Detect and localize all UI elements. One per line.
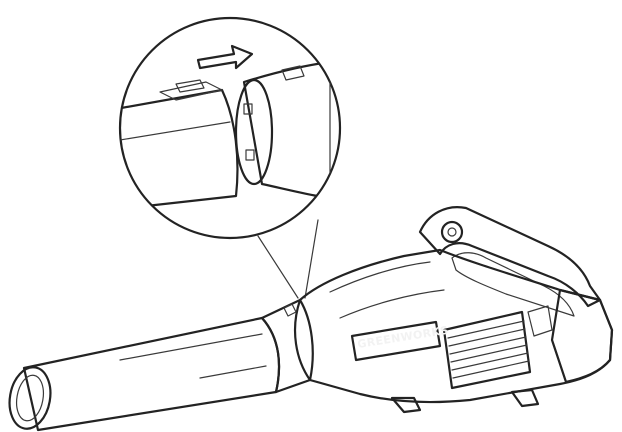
zoom-inner-slot-bottom xyxy=(245,149,255,161)
rear-latch xyxy=(527,305,553,337)
nozzle-opening xyxy=(8,366,52,430)
pivot-knob xyxy=(440,220,464,244)
zoom-tube-end xyxy=(120,88,239,212)
blower-body: GREENWORKS xyxy=(294,206,614,414)
front-foot xyxy=(390,396,422,414)
callout-leader-lines xyxy=(257,219,319,299)
handle-top xyxy=(418,206,602,308)
coupling-tab xyxy=(283,303,297,317)
rear-cap xyxy=(550,288,614,384)
brand-plate xyxy=(350,320,442,362)
rear-foot xyxy=(510,388,540,408)
vent-grille xyxy=(442,310,532,390)
handle-opening xyxy=(451,252,575,317)
zoom-tube-key xyxy=(159,81,223,101)
zoom-inner-slot-top xyxy=(243,103,253,115)
callout-circle xyxy=(118,16,342,240)
zoom-collar-mouth xyxy=(234,78,274,186)
tube-body xyxy=(22,316,281,432)
blower-tube xyxy=(8,298,314,432)
zoom-collar xyxy=(242,60,340,202)
insert-direction-arrow-icon xyxy=(196,44,254,70)
zoom-collar-notch xyxy=(281,65,305,81)
